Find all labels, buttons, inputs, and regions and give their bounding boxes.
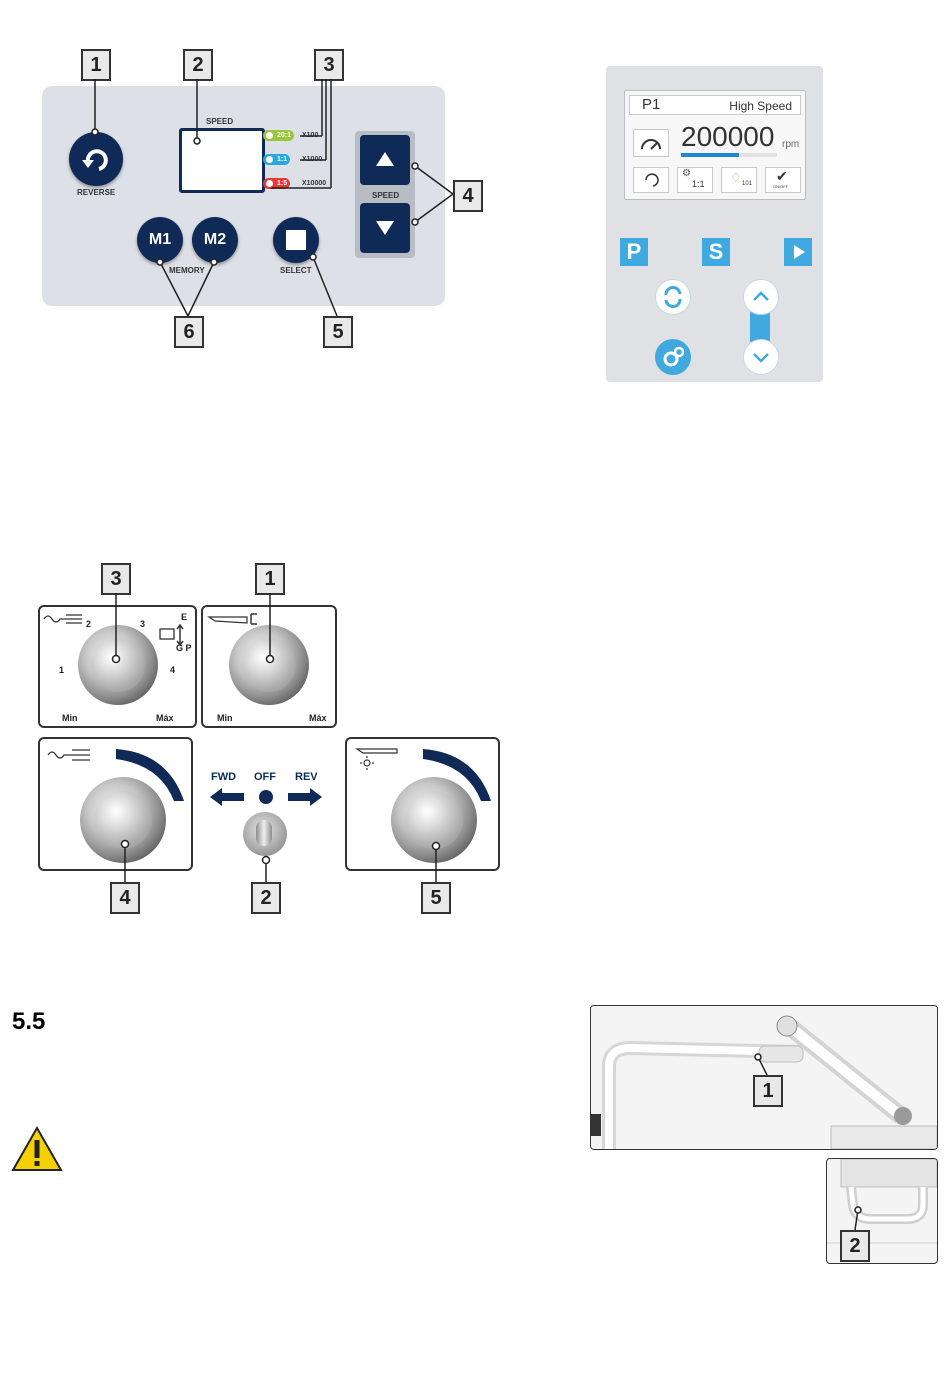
down-button[interactable]	[743, 339, 779, 375]
settings-button[interactable]	[655, 339, 691, 375]
refresh-button[interactable]	[655, 279, 691, 315]
rotation-icon	[633, 167, 669, 193]
dials-leader-lines	[0, 0, 520, 920]
light-bulb-icon: ♢ 101	[721, 167, 757, 193]
section-number: 5.5	[12, 1008, 45, 1036]
play-icon	[784, 238, 812, 266]
warning-icon	[10, 1125, 64, 1173]
arm-leader-line	[740, 1045, 780, 1077]
up-button[interactable]	[743, 279, 779, 315]
speedometer-icon	[633, 129, 669, 157]
play-button[interactable]	[784, 238, 812, 266]
ratio-value: 1:1	[692, 179, 705, 189]
onoff-icon: ✔ ON/OFF	[765, 167, 801, 193]
speed-unit: rpm	[782, 139, 799, 150]
gear-icon	[656, 340, 690, 374]
lcd-screen: P1 High Speed 200000 rpm ⚙ 1:1 ♢ 101 ✔ O…	[624, 90, 806, 200]
gear-ratio-icon: ⚙ 1:1	[677, 167, 713, 193]
speed-bar	[681, 153, 777, 157]
setting-button[interactable]: S	[702, 238, 730, 266]
handle-leader-line	[846, 1200, 870, 1232]
callout-2-handle: 2	[840, 1230, 870, 1262]
program-button[interactable]: P	[620, 238, 648, 266]
speed-bar-fill	[681, 153, 739, 157]
mode-label: High Speed	[729, 99, 792, 113]
onoff-label: ON/OFF	[773, 184, 788, 189]
chevron-up-icon	[744, 280, 778, 314]
updown-connector	[750, 312, 770, 342]
program-bar: P1 High Speed	[629, 95, 801, 115]
refresh-icon	[656, 280, 690, 314]
display-control-panel: P1 High Speed 200000 rpm ⚙ 1:1 ♢ 101 ✔ O…	[606, 66, 823, 382]
speed-value: 200000	[681, 121, 774, 153]
light-level: 101	[742, 181, 752, 187]
chevron-down-icon	[744, 340, 778, 374]
program-label: P1	[642, 96, 660, 113]
callout-1-arm: 1	[753, 1075, 783, 1107]
